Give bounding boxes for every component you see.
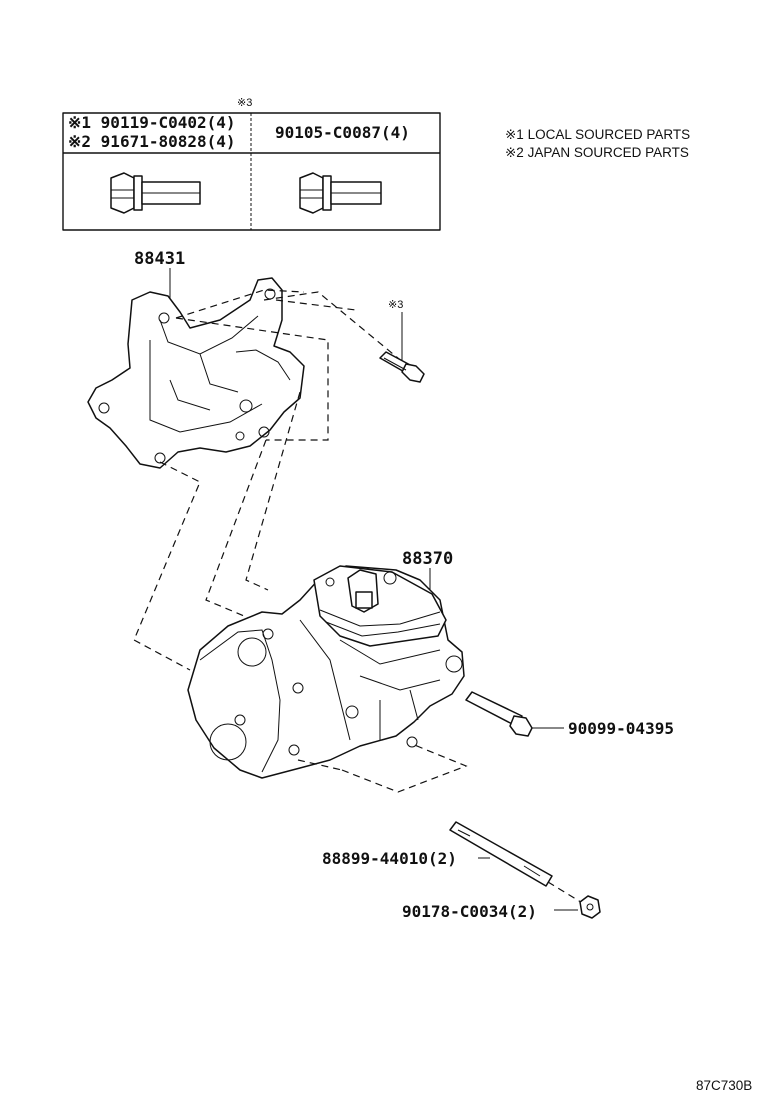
flange-bolt-icon xyxy=(110,172,201,214)
label-bolt-mark: ※3 xyxy=(388,299,403,311)
compressor-bracket xyxy=(87,277,305,469)
bracket-bolt xyxy=(379,351,425,383)
stud-bolt xyxy=(449,821,553,887)
ac-compressor xyxy=(187,565,465,779)
table-left-row2: ※2 91671-80828(4) xyxy=(68,132,236,151)
flange-nut xyxy=(579,895,601,919)
note-local-sourced: ※1 LOCAL SOURCED PARTS xyxy=(505,127,690,142)
flange-bolt-icon xyxy=(299,172,382,214)
label-compressor: 88370 xyxy=(402,549,453,569)
note-japan-sourced: ※2 JAPAN SOURCED PARTS xyxy=(505,145,689,160)
label-stud: 88899-44010(2) xyxy=(322,849,457,868)
fastener-table: ※3 ※1 90119-C0402(4) ※2 91671-80828(4) 9… xyxy=(62,97,441,231)
label-nut: 90178-C0034(2) xyxy=(402,902,537,921)
figure-code: 87C730B xyxy=(696,1078,752,1093)
table-left-row1: ※1 90119-C0402(4) xyxy=(68,113,236,132)
table-header-mark: ※3 xyxy=(237,97,252,109)
side-bolt xyxy=(465,691,533,737)
table-right-row1: 90105-C0087(4) xyxy=(275,123,410,142)
label-side-bolt: 90099-04395 xyxy=(568,719,674,738)
label-bracket: 88431 xyxy=(134,249,185,269)
